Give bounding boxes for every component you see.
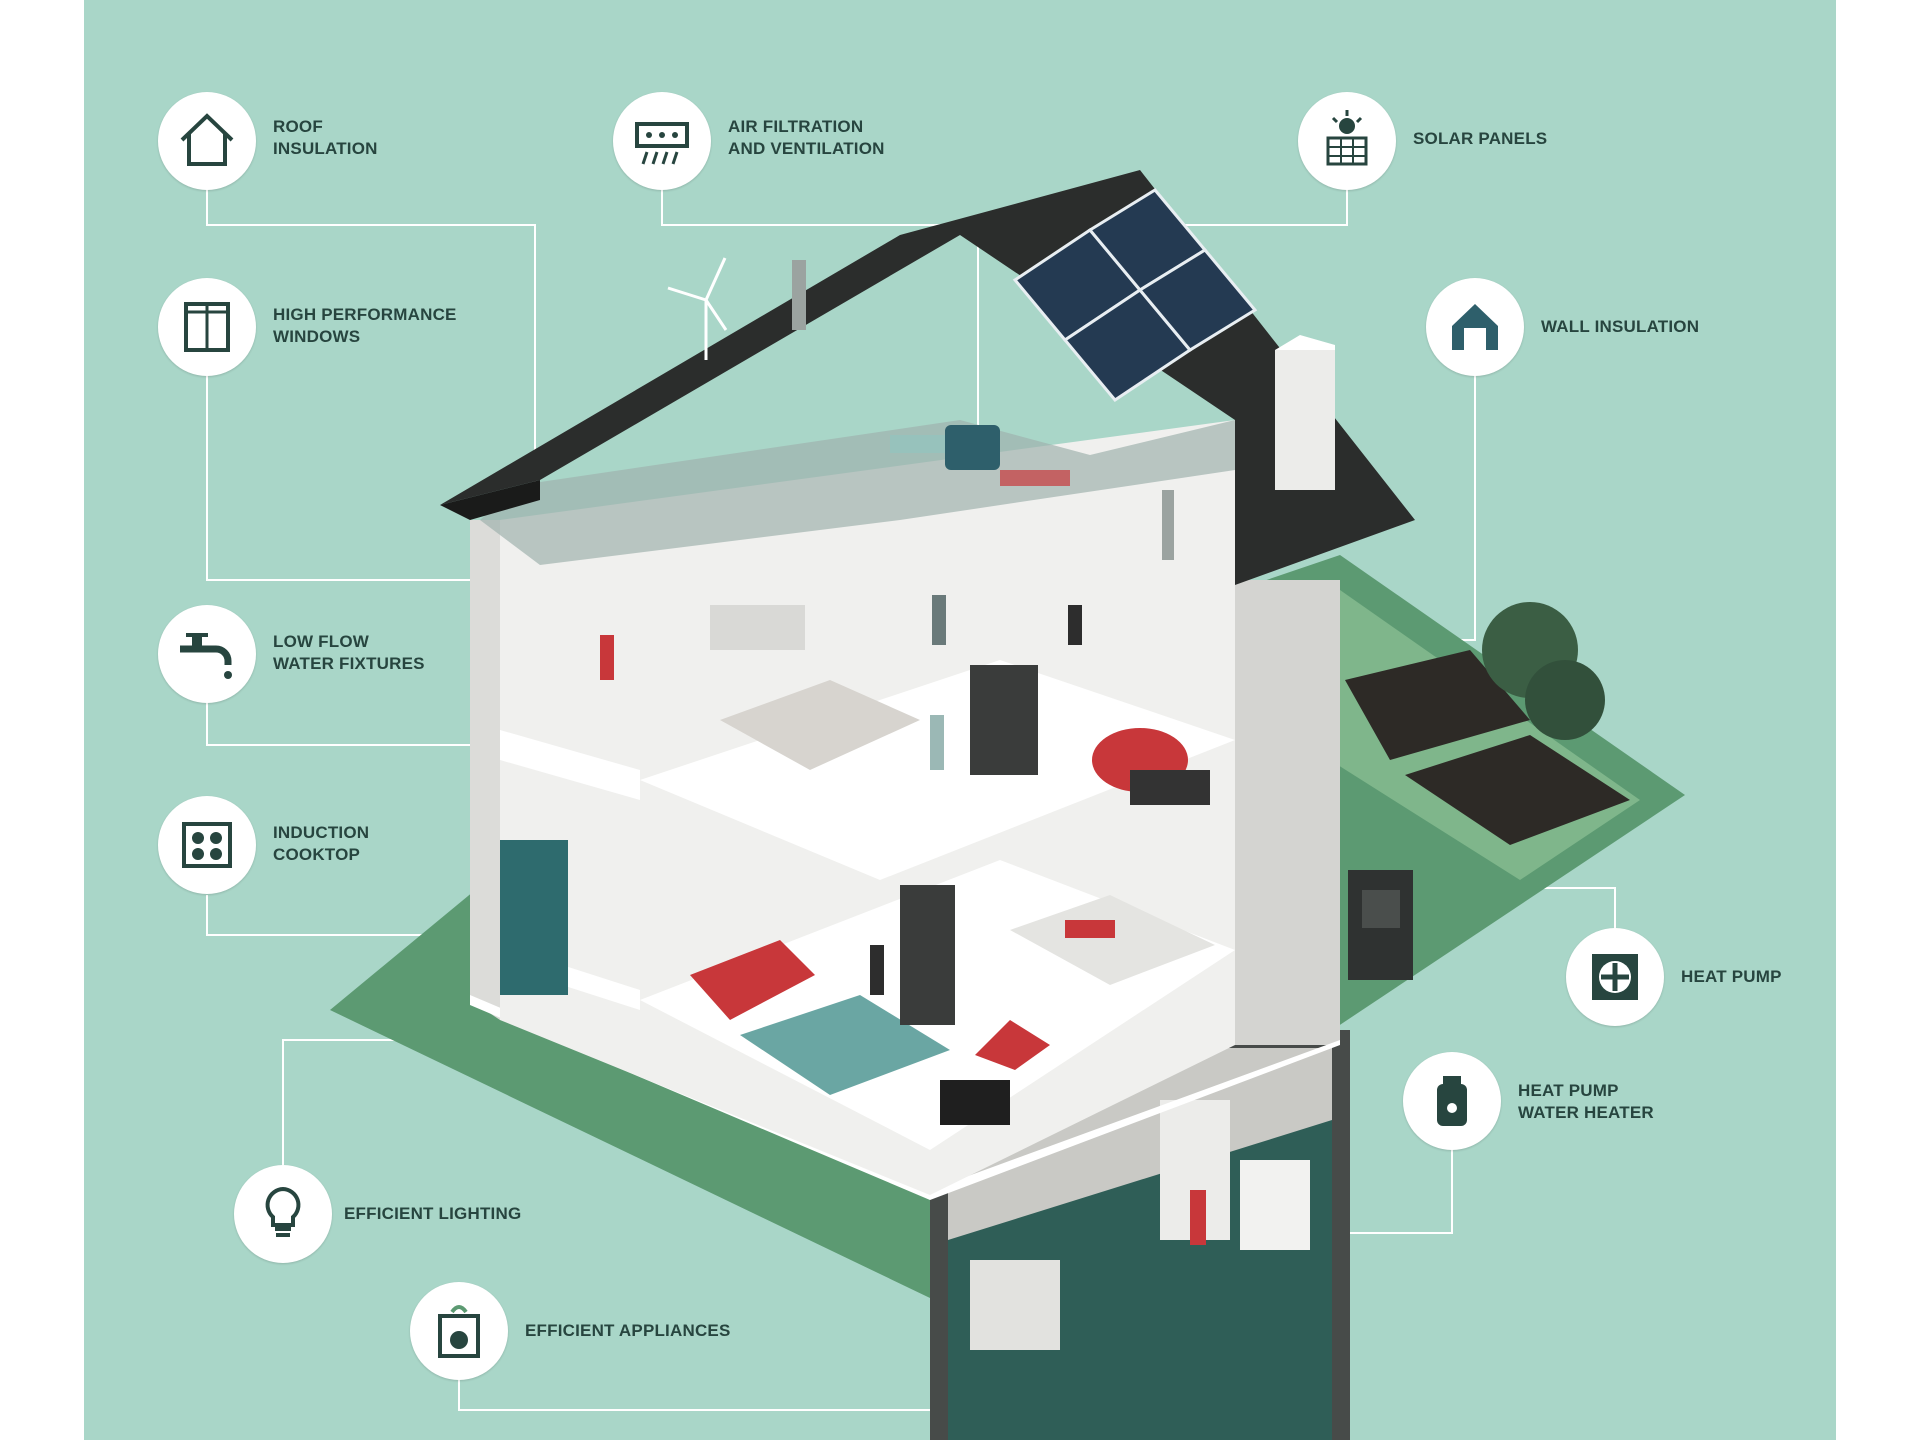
- house-wall-left: [470, 520, 500, 1020]
- house-wall-right: [1235, 580, 1340, 1045]
- garden-bed: [1405, 735, 1630, 845]
- label-line: HIGH PERFORMANCE: [273, 305, 457, 324]
- label-line: LOW FLOW: [273, 632, 370, 651]
- rug: [740, 995, 950, 1095]
- people: [600, 595, 1206, 1245]
- tv: [940, 1080, 1010, 1125]
- house-outline-icon: [180, 113, 234, 166]
- faucet-icon: [180, 633, 232, 679]
- sofa: [690, 940, 815, 1020]
- callout-label: INDUCTION COOKTOP: [273, 822, 369, 866]
- label-line: INSULATION: [273, 139, 378, 158]
- label-line: INDUCTION: [273, 823, 370, 842]
- label-line: WALL INSULATION: [1541, 317, 1700, 336]
- roof-left-slope: [440, 235, 960, 505]
- callout-label: EFFICIENT APPLIANCES: [525, 1320, 731, 1342]
- callout-label: HIGH PERFORMANCE WINDOWS: [273, 304, 457, 348]
- label-line: HEAT PUMP: [1518, 1081, 1619, 1100]
- bed: [720, 680, 920, 770]
- callout-label: HEAT PUMP: [1681, 966, 1782, 988]
- wardrobe: [970, 665, 1038, 775]
- attic-glass: [480, 420, 1235, 565]
- wind-turbine: [667, 257, 728, 360]
- label-line: HEAT PUMP: [1681, 967, 1782, 986]
- callout-label: ROOF INSULATION: [273, 116, 378, 160]
- solar-panel-icon: [1326, 110, 1368, 166]
- label-line: WATER HEATER: [1518, 1103, 1654, 1122]
- boiler-unit: [1240, 1160, 1310, 1250]
- water-heater-icon: [1437, 1076, 1467, 1126]
- garden-bed: [1345, 650, 1530, 760]
- callout-label: EFFICIENT LIGHTING: [344, 1203, 521, 1225]
- fan-unit-icon: [1592, 954, 1638, 1000]
- callout-label: AIR FILTRATION AND VENTILATION: [728, 116, 885, 160]
- light-bulb-icon: [265, 1186, 301, 1237]
- callout-label: HEAT PUMP WATER HEATER: [1518, 1080, 1654, 1124]
- label-line: AND VENTILATION: [728, 139, 885, 158]
- label-line: SOLAR PANELS: [1413, 129, 1548, 148]
- callout-label: SOLAR PANELS: [1413, 128, 1547, 150]
- insulated-house-icon: [1452, 304, 1498, 350]
- cooktop-icon: [182, 822, 232, 868]
- armchair: [975, 1020, 1050, 1070]
- label-line: COOKTOP: [273, 845, 361, 864]
- label-line: AIR FILTRATION: [728, 117, 864, 136]
- label-line: ROOF: [273, 117, 323, 136]
- chimney: [1275, 350, 1335, 490]
- kitchen-table: [1010, 895, 1215, 985]
- label-line: WATER FIXTURES: [273, 654, 425, 673]
- label-line: EFFICIENT APPLIANCES: [525, 1321, 731, 1340]
- ventilation-unit-icon: [635, 122, 689, 165]
- label-line: EFFICIENT LIGHTING: [344, 1204, 522, 1223]
- window-icon: [184, 302, 230, 352]
- callout-label: LOW FLOW WATER FIXTURES: [273, 631, 425, 675]
- solar-panels: [1012, 188, 1258, 402]
- washing-machine-icon: [438, 1305, 480, 1358]
- callout-label: WALL INSULATION: [1541, 316, 1699, 338]
- label-line: WINDOWS: [273, 327, 361, 346]
- fridge: [500, 840, 568, 995]
- ventilation-unit: [945, 425, 1000, 470]
- bookcase: [900, 885, 955, 1025]
